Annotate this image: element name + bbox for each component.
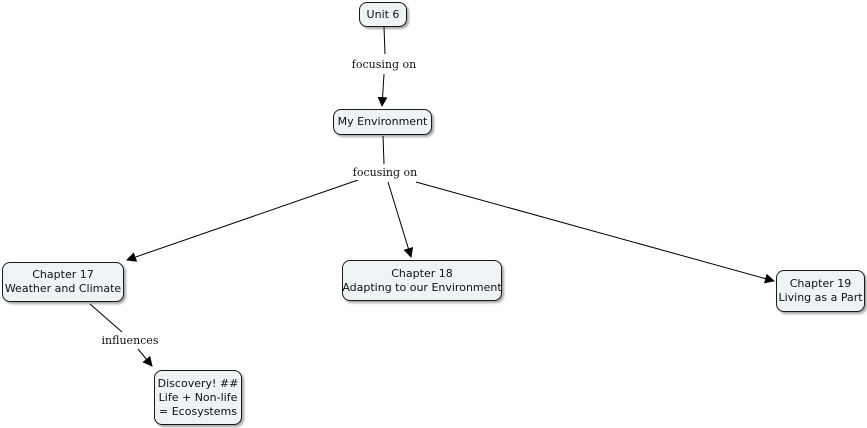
concept-node-text: Chapter 17 <box>32 268 94 281</box>
arrow-to-chapter19 <box>415 181 775 284</box>
concept-node-text: Weather and Climate <box>4 282 122 295</box>
link-label-env-to-chapters: focusing on <box>350 166 420 180</box>
concept-node-text: Life + Non-life <box>158 390 238 404</box>
concept-node-text: My Environment <box>337 115 428 128</box>
concept-node-text: Chapter 18 <box>391 266 453 280</box>
concept-node-unit-6[interactable]: Unit 6 <box>359 2 407 27</box>
link-label-ch17-to-discovery: influences <box>99 334 161 348</box>
arrow-to-chapter18 <box>387 181 414 258</box>
concept-node-my-environment[interactable]: My Environment <box>333 109 432 135</box>
concept-node-text: Adapting to our Environment <box>342 280 502 294</box>
arrow-to-chapter17 <box>126 179 359 262</box>
concept-node-chapter-17[interactable]: Chapter 17 Weather and Climate <box>2 262 124 302</box>
connector-unit-to-label <box>383 26 386 55</box>
connector-env-to-label <box>382 135 385 165</box>
arrow-label-to-my-environment <box>377 73 388 107</box>
concept-node-text: Living as a Part <box>778 291 863 304</box>
concept-node-discovery[interactable]: Discovery! ## Life + Non-life = Ecosyste… <box>154 370 242 425</box>
concept-node-text: = Ecosystems <box>159 404 237 418</box>
concept-node-text: Chapter 19 <box>789 277 852 290</box>
concept-node-text: Unit 6 <box>366 7 400 21</box>
concept-node-chapter-19[interactable]: Chapter 19 Living as a Part <box>776 270 865 312</box>
link-label-unit-to-env: focusing on <box>349 58 419 72</box>
connector-ch17-to-label <box>89 303 123 333</box>
arrow-label-to-discovery <box>137 348 153 367</box>
concept-node-chapter-18[interactable]: Chapter 18 Adapting to our Environment <box>342 260 502 301</box>
concept-node-text: Discovery! ## <box>157 376 239 390</box>
